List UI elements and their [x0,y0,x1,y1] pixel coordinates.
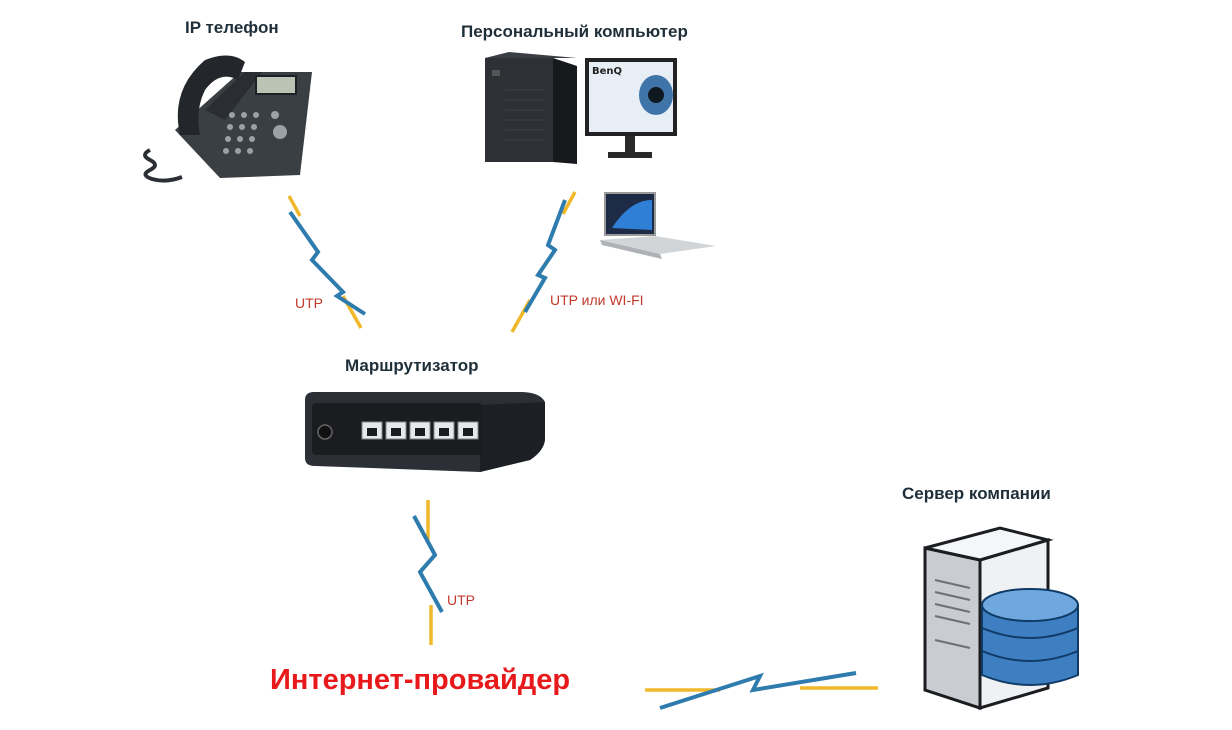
laptop-icon [600,192,716,259]
link-isp-server [645,671,878,710]
link-phone-router [287,195,367,329]
server-title: Сервер компании [902,484,1051,503]
ip-phone-title: IP телефон [185,18,279,37]
pc-router-link-label: UTP или WI-FI [550,292,644,308]
isp-title: Интернет-провайдер [270,664,571,696]
monitor-icon: BenQ [585,58,677,158]
router-title: Маршрутизатор [345,356,479,375]
router-icon [305,392,545,472]
pc-tower-icon [485,52,577,164]
link-router-isp [412,500,444,645]
server-icon [923,526,1079,711]
phone-router-link-label: UTP [295,295,323,311]
router-isp-link-label: UTP [447,592,475,608]
monitor-brand: BenQ [592,66,622,77]
link-pc-router [510,191,577,333]
ip-phone-icon [143,55,312,183]
pc-title: Персональный компьютер [461,22,688,41]
